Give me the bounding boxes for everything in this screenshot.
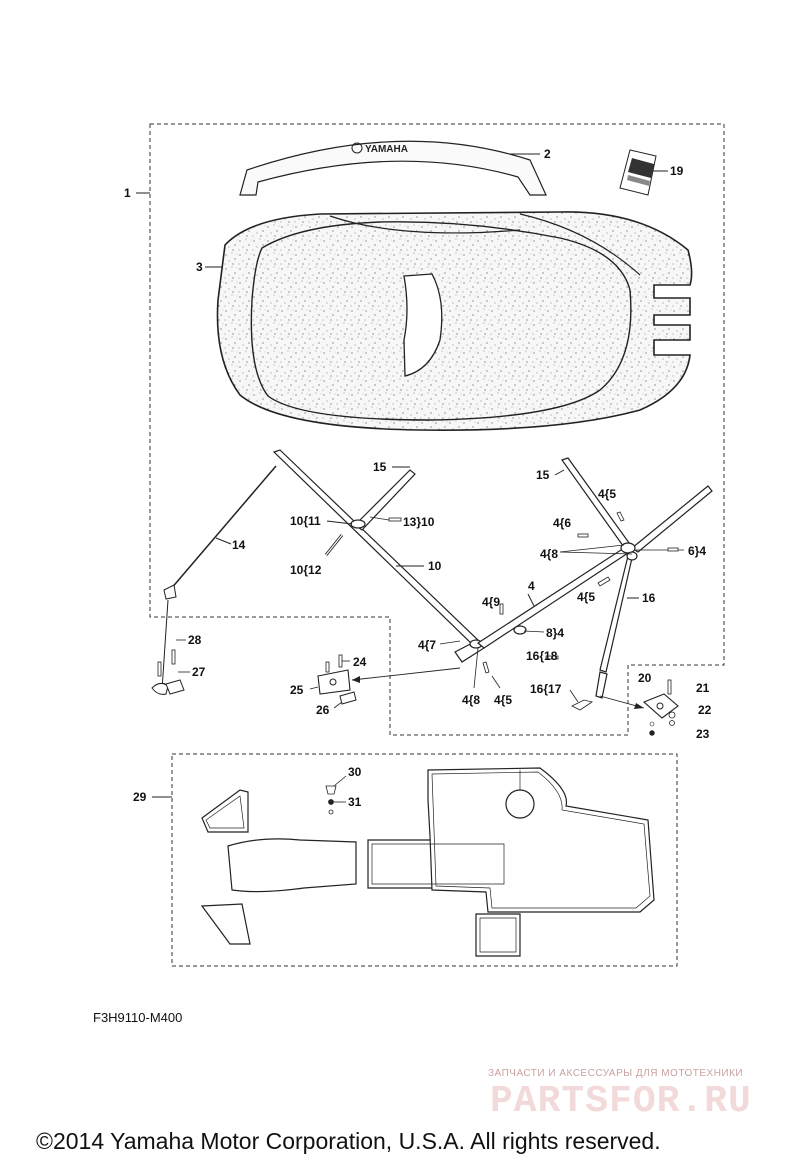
callout-3: 3 (196, 260, 203, 274)
deck-mat-inner (205, 770, 651, 953)
callout-30: 30 (348, 765, 362, 779)
callout-2: 2 (544, 147, 551, 161)
deck-mat-pieces (200, 767, 655, 957)
logo-text: YAMAHA (365, 144, 408, 155)
logo-pad-part: YAMAHA (239, 140, 547, 196)
arrowhead-20 (634, 703, 644, 709)
leader-30 (333, 775, 347, 787)
leader-4-5c (491, 675, 501, 689)
arrow-bracket-25 (351, 667, 461, 681)
callout-4-5b: 4{5 (577, 590, 595, 604)
arrowhead-25 (352, 676, 360, 683)
watermark-subtitle: ЗАПЧАСТИ И АКСЕССУАРЫ ДЛЯ МОТОТЕХНИКИ (488, 1068, 744, 1079)
strap-part (159, 465, 277, 691)
leader-10-11 (326, 520, 353, 525)
leader-14 (215, 537, 232, 545)
callout-29: 29 (133, 790, 147, 804)
bolt-12 (324, 534, 344, 556)
bimini-frame-right (476, 457, 713, 699)
leader-4-8b (473, 647, 479, 689)
callout-23: 23 (696, 727, 710, 741)
leader-4-8a-2 (559, 551, 633, 555)
callout-19: 19 (670, 164, 684, 178)
callout-25: 25 (290, 683, 304, 697)
callout-4-8a: 4{8 (540, 547, 558, 561)
callout-15b: 15 (536, 468, 550, 482)
callout-16: 16 (642, 591, 656, 605)
decal-part (619, 149, 657, 196)
callout-4-8b: 4{8 (462, 693, 480, 707)
leader-4-7 (439, 640, 461, 645)
callout-16-17: 16{17 (530, 682, 562, 696)
leader-4-8a-1 (559, 544, 625, 553)
callout-21: 21 (696, 681, 710, 695)
mat-kit-boundary (171, 753, 678, 967)
yamaha-logo-icon (351, 142, 363, 154)
fastener-30-part (325, 785, 337, 815)
watermark-logo: PARTSFOR.RU (490, 1080, 752, 1123)
screw-set-right (482, 511, 679, 674)
callout-4-5a: 4{5 (598, 487, 616, 501)
leader-4 (527, 593, 535, 607)
callout-10: 10 (428, 559, 442, 573)
callout-8-4: 8}4 (546, 626, 564, 640)
pin-17 (571, 699, 593, 711)
callout-13-10: 13}10 (403, 515, 435, 529)
callout-1: 1 (124, 186, 131, 200)
callout-24: 24 (353, 655, 367, 669)
bimini-frame-left (272, 449, 485, 663)
assembly-boundary (149, 123, 725, 736)
leader-26 (333, 701, 343, 709)
callout-4-5c: 4{5 (494, 693, 512, 707)
bracket-27-part (151, 649, 185, 695)
callout-4-6: 4{6 (553, 516, 571, 530)
leader-16-17 (569, 689, 579, 703)
leader-15b (554, 469, 565, 476)
callout-26: 26 (316, 703, 330, 717)
callout-10-11: 10{11 (290, 514, 321, 528)
callout-20: 20 (638, 671, 652, 685)
copyright-notice: ©2014 Yamaha Motor Corporation, U.S.A. A… (36, 1128, 661, 1154)
seat-cover-part (216, 211, 693, 431)
callout-4-9: 4{9 (482, 595, 500, 609)
callout-16-18: 16{18 (526, 649, 558, 663)
callout-10-12: 10{12 (290, 563, 322, 577)
leader-25 (309, 686, 319, 690)
part-code: F3H9110-M400 (93, 1010, 183, 1025)
bracket-20-part (642, 679, 679, 736)
callout-labels: 1 2 19 3 15 14 10{11 13}10 10{12 10 15 4… (124, 147, 712, 809)
callout-14: 14 (232, 538, 246, 552)
callout-6-4: 6}4 (688, 544, 706, 558)
callout-22: 22 (698, 703, 712, 717)
callout-27: 27 (192, 665, 206, 679)
bracket-25-part (317, 654, 357, 705)
callout-28: 28 (188, 633, 202, 647)
callout-31: 31 (348, 795, 362, 809)
bolt-13 (369, 516, 402, 522)
leader-8-4 (523, 630, 545, 633)
callout-15a: 15 (373, 460, 387, 474)
callout-4: 4 (528, 579, 535, 593)
callout-4-7: 4{7 (418, 638, 436, 652)
